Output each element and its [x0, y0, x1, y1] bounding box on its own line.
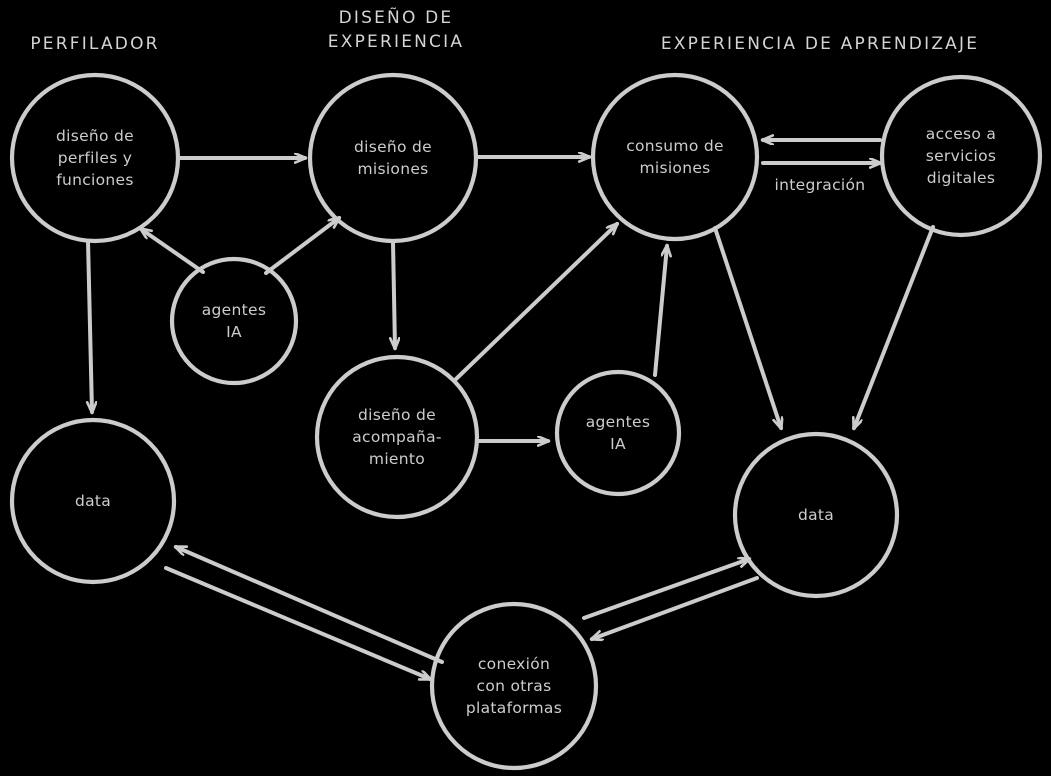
edge-perfiles-to-data-left[interactable] [88, 239, 92, 412]
diagram-edges [88, 140, 935, 681]
edge-data-left-to-conexion[interactable] [164, 566, 430, 681]
node-circles [9, 72, 1043, 771]
edge-misiones-to-acompanamiento[interactable] [393, 240, 395, 348]
edge-conexion-to-data-left[interactable] [176, 545, 444, 664]
node-circle-acompanamiento[interactable] [314, 354, 480, 520]
edge-consumo-to-data-right[interactable] [713, 226, 781, 428]
node-circle-agentes2[interactable] [554, 369, 682, 497]
node-circle-agentes1[interactable] [169, 256, 299, 386]
node-circle-consumo[interactable] [590, 72, 760, 242]
edge-agentes1-to-misiones[interactable] [264, 216, 339, 275]
edge-agentes1-to-perfiles[interactable] [141, 227, 205, 274]
edge-conexion-to-data-right[interactable] [582, 559, 749, 620]
node-circle-acceso[interactable] [879, 74, 1043, 238]
node-circle-perfiles[interactable] [9, 72, 181, 244]
edge-acompanamiento-to-consumo[interactable] [454, 222, 617, 381]
node-circle-data-left[interactable] [9, 417, 177, 585]
node-circle-conexion[interactable] [429, 601, 599, 771]
edge-acceso-to-data-right[interactable] [852, 225, 935, 428]
node-circle-data-right[interactable] [732, 431, 900, 599]
node-circle-misiones[interactable] [307, 72, 479, 244]
edge-agentes2-to-consumo[interactable] [653, 246, 667, 377]
edge-data-right-to-conexion[interactable] [592, 576, 759, 639]
